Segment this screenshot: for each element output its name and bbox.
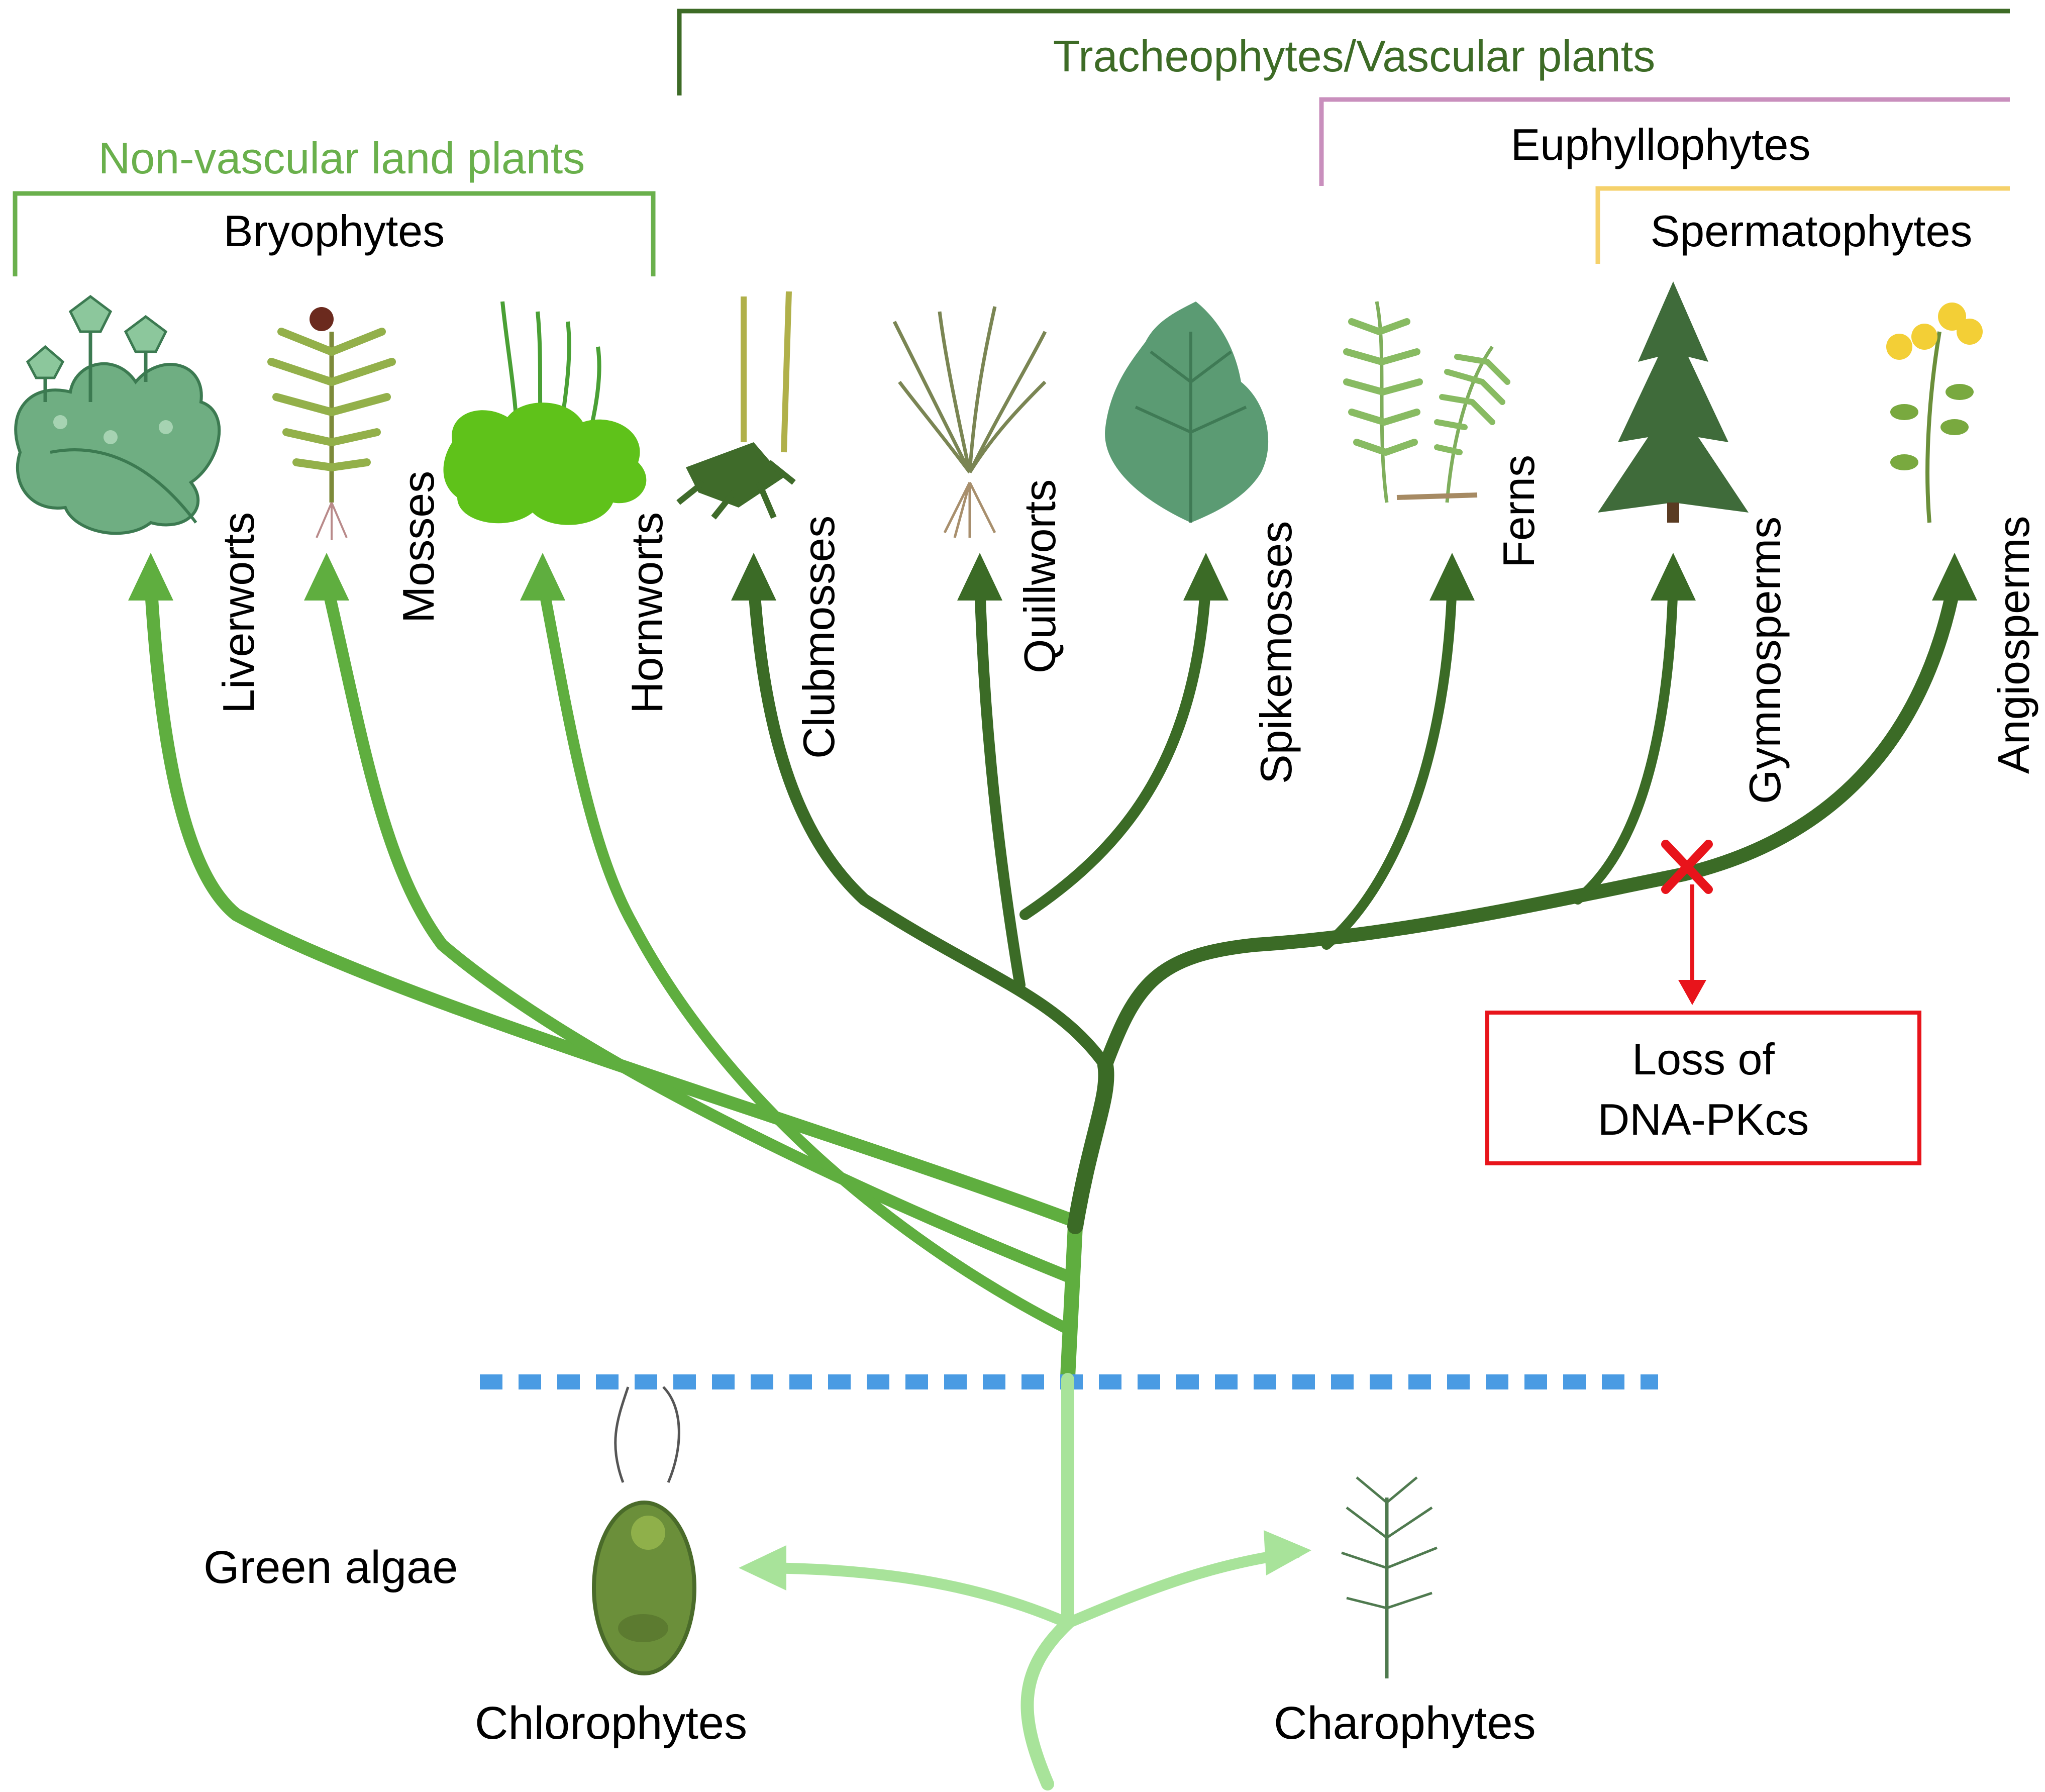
clubmoss-icon	[676, 291, 796, 520]
spikemoss-icon	[1105, 302, 1269, 523]
chlorophytes-label: Chlorophytes	[475, 1698, 747, 1749]
taxon-labels: Liverworts Mosses Hornworts Clubmosses Q…	[214, 455, 2038, 804]
chlorophyte-icon	[592, 1386, 696, 1675]
vascular-branches	[748, 576, 1962, 1234]
taxon-label-ferns: Ferns	[1494, 455, 1544, 568]
non-vascular-label: Non-vascular land plants	[98, 133, 585, 183]
taxon-label-angiosperms: Angiosperms	[1989, 516, 2038, 774]
taxon-label-liverworts: Liverworts	[214, 512, 263, 714]
algae-arrowheads	[739, 1530, 1311, 1590]
quillwort-icon	[892, 306, 1047, 538]
tracheophytes-bracket: Tracheophytes/Vascular plants	[677, 9, 2010, 95]
loss-line-2: DNA-PKcs	[1598, 1094, 1809, 1144]
spermatophytes-bracket: Spermatophytes	[1595, 186, 2010, 264]
bryophyte-branches	[144, 576, 1083, 1384]
moss-icon	[267, 307, 396, 540]
spermatophytes-label: Spermatophytes	[1651, 206, 1973, 256]
loss-of-dna-pkcs-box: Loss of DNA-PKcs	[1485, 1011, 1921, 1165]
taxon-label-gymnosperms: Gymnosperms	[1740, 517, 1790, 804]
tracheophytes-label: Tracheophytes/Vascular plants	[1053, 31, 1655, 81]
green-algae-label: Green algae	[203, 1542, 458, 1593]
conifer-icon	[1598, 281, 1749, 523]
taxon-label-hornworts: Hornworts	[622, 512, 672, 714]
charophytes-label: Charophytes	[1274, 1698, 1536, 1749]
fern-icon	[1343, 301, 1510, 503]
algae-branches	[748, 1373, 1302, 1790]
vascular-arrowheads	[731, 553, 1977, 601]
charophyte-icon	[1341, 1476, 1438, 1678]
loss-line-1: Loss of	[1632, 1034, 1775, 1084]
loss-event-marker	[1661, 840, 1713, 1005]
liverwort-icon	[14, 294, 221, 535]
taxon-label-mosses: Mosses	[393, 471, 443, 623]
bryophytes-label: Bryophytes	[224, 206, 445, 256]
taxon-label-quillworts: Quillworts	[1015, 479, 1065, 673]
taxon-label-spikemosses: Spikemosses	[1251, 521, 1301, 784]
hornwort-icon	[443, 301, 647, 525]
euphyllophytes-bracket: Euphyllophytes	[1319, 97, 2010, 186]
bryophytes-bracket: Non-vascular land plants Bryophytes	[13, 133, 656, 276]
euphyllophytes-label: Euphyllophytes	[1511, 120, 1811, 169]
taxon-label-clubmosses: Clubmosses	[794, 516, 844, 759]
bryophyte-arrowheads	[128, 553, 565, 601]
flowering-plant-icon	[1886, 303, 1983, 523]
